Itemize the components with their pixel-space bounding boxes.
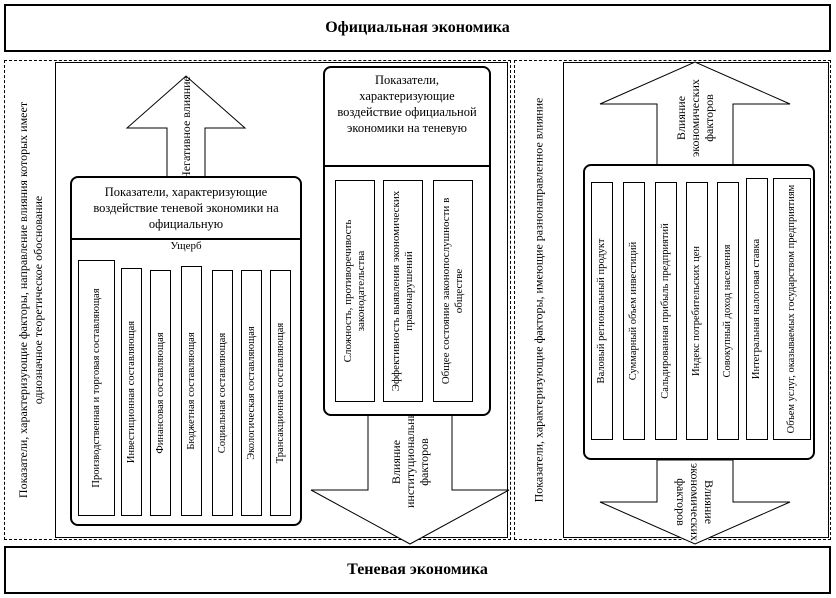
shadow-economy-box: Теневая экономика [4,546,831,594]
indicator-column: Совокупный доход населения [717,182,739,440]
right-section-frame [514,60,831,540]
indicator-column: Интегральная налоговая ставка [746,178,768,440]
factor-column: Сложность, противоречивость законодатель… [335,180,375,402]
econ-factors-bottom-label-cell: Влияние экономических факторов [659,462,731,542]
shadow-impact-columns: Производственная и торговая составляющая… [78,260,294,516]
factor-column: Общее состояние законопослушности в обще… [433,180,473,402]
factor-column: Эффективность выявления экономических пр… [383,180,423,402]
component-column: Бюджетная составляющая [181,266,202,516]
econ-factors-top-label: Влияние экономических факторов [674,79,716,157]
component-column: Производственная и торговая составляющая [78,260,115,516]
shadow-impact-box: Показатели, характеризующие воздействие … [70,176,302,526]
official-impact-title: Показатели, характеризующие воздействие … [337,73,477,135]
component-column: Трансакционная составляющая [270,270,291,516]
indicator-column: Сальдированная прибыль предприятий [655,182,677,440]
left-section-panel [55,62,508,538]
econ-factors-top-label-cell: Влияние экономических факторов [659,72,731,164]
official-impact-box: Показатели, характеризующие воздействие … [323,66,491,416]
indicator-column: Валовый региональный продукт [591,182,613,440]
left-section-frame [4,60,511,540]
official-economy-label: Официальная экономика [325,19,510,36]
damage-label: Ущерб [170,240,202,252]
ambiguous-indicators-box: Валовый региональный продукт Суммарный о… [583,164,815,460]
indicator-column: Индекс потребительских цен [686,182,708,440]
shadow-economy-label: Теневая экономика [347,561,488,578]
component-column: Финансовая составляющая [150,270,171,516]
indicator-column: Объем услуг, оказываемых государством пр… [773,178,811,440]
econ-factors-bottom-label: Влияние экономических факторов [674,463,716,541]
official-economy-box: Официальная экономика [4,4,831,52]
indicator-column: Суммарный объем инвестиций [623,182,645,440]
shadow-impact-title: Показатели, характеризующие воздействие … [93,185,279,231]
component-column: Социальная составляющая [212,270,233,516]
component-column: Инвестиционная составляющая [121,268,142,516]
component-column: Экологическая составляющая [241,270,262,516]
